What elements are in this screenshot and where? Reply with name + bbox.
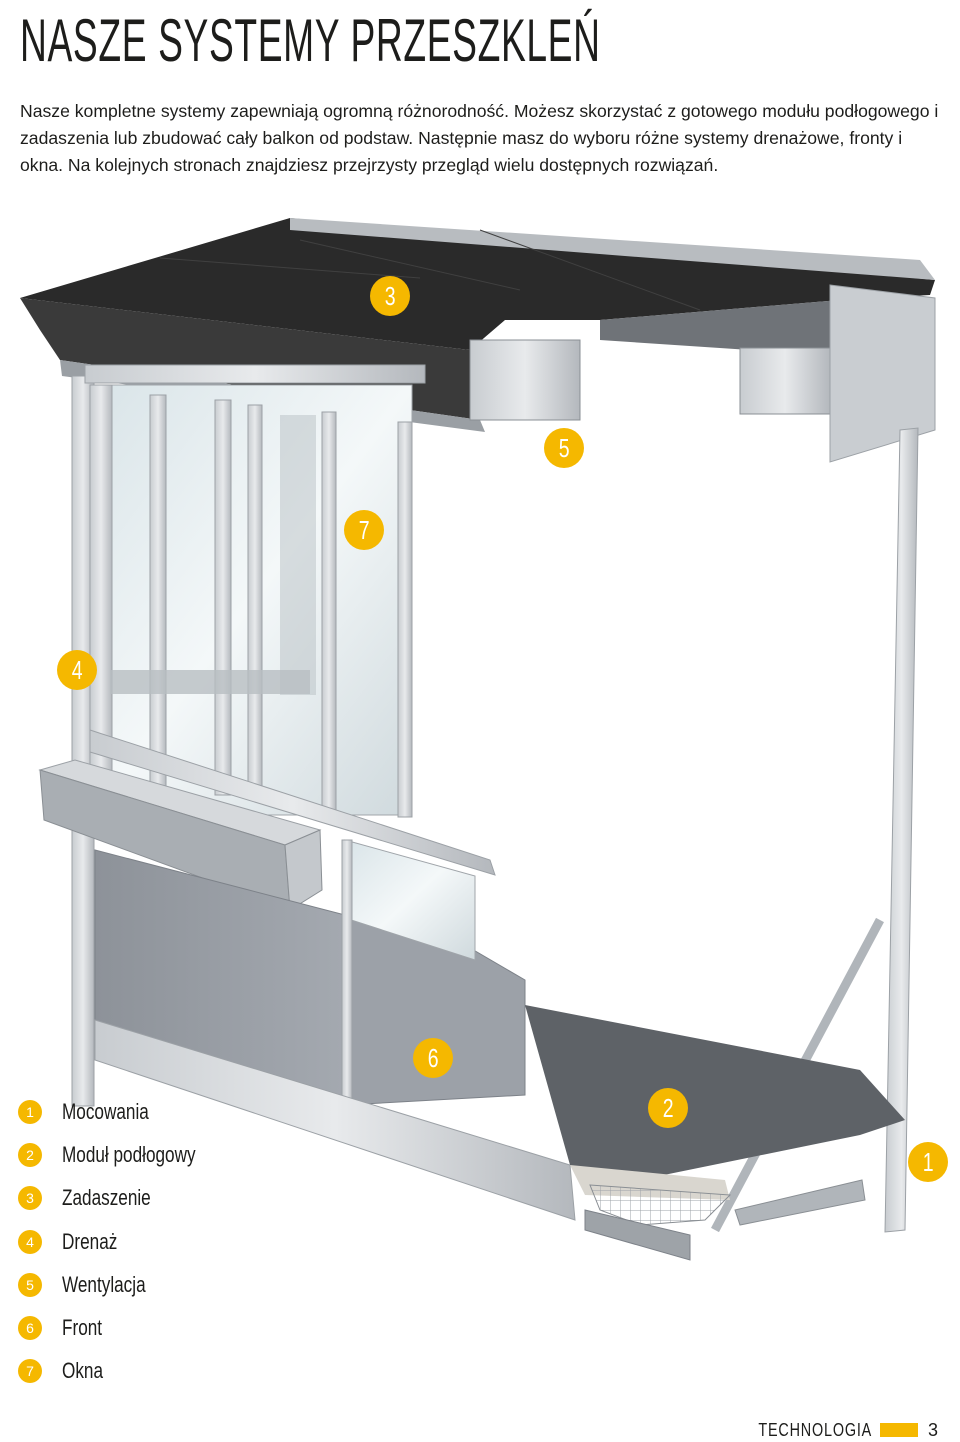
intro-paragraph: Nasze kompletne systemy zapewniają ogrom…	[20, 101, 939, 175]
page-footer: TECHNOLOGIA 3	[730, 1419, 938, 1441]
legend-label: Drenaż	[62, 1228, 118, 1254]
roof-surface	[20, 218, 935, 350]
legend-label: Moduł podłogowy	[62, 1141, 196, 1167]
section-label: TECHNOLOGIA	[758, 1419, 872, 1440]
legend-label: Zadaszenie	[62, 1185, 151, 1211]
page-title: NASZE SYSTEMY PRZESZKLEŃ	[20, 7, 601, 74]
marker-5: 5	[544, 428, 584, 468]
legend-number: 2	[18, 1142, 42, 1167]
marker-3: 3	[370, 276, 410, 316]
marker-2: 2	[648, 1088, 688, 1128]
legend-number: 1	[18, 1099, 42, 1124]
legend-item-okna: 7 Okna	[18, 1350, 233, 1393]
legend-item-drenaz: 4 Drenaż	[18, 1220, 233, 1263]
marker-1: 1	[908, 1142, 948, 1182]
legend-label: Okna	[62, 1358, 104, 1384]
section-accent-bar	[879, 1423, 918, 1437]
legend-item-modul-podlogowy: 2 Moduł podłogowy	[18, 1133, 233, 1176]
legend-item-zadaszenie: 3 Zadaszenie	[18, 1177, 233, 1220]
legend-number: 5	[18, 1272, 42, 1297]
legend-item-mocowania: 1 Mocowania	[18, 1090, 233, 1133]
legend-number: 6	[18, 1316, 42, 1341]
legend-number: 3	[18, 1186, 42, 1211]
right-post	[884, 427, 919, 1233]
page-number: 3	[927, 1419, 938, 1440]
windows	[89, 384, 413, 818]
legend-number: 4	[18, 1229, 42, 1254]
legend-item-wentylacja: 5 Wentylacja	[18, 1263, 233, 1306]
legend-number: 7	[18, 1359, 42, 1384]
marker-7: 7	[344, 510, 384, 550]
legend-item-front: 6 Front	[18, 1306, 233, 1349]
legend: 1 Mocowania 2 Moduł podłogowy 3 Zadaszen…	[18, 1090, 233, 1393]
floor-module	[94, 1005, 905, 1261]
marker-4: 4	[57, 650, 97, 690]
legend-label: Mocowania	[62, 1098, 149, 1124]
legend-label: Wentylacja	[62, 1271, 146, 1297]
balcony-system-illustration	[20, 218, 936, 1261]
legend-label: Front	[62, 1315, 103, 1341]
drainage-trough	[38, 759, 323, 911]
marker-6: 6	[413, 1038, 453, 1078]
